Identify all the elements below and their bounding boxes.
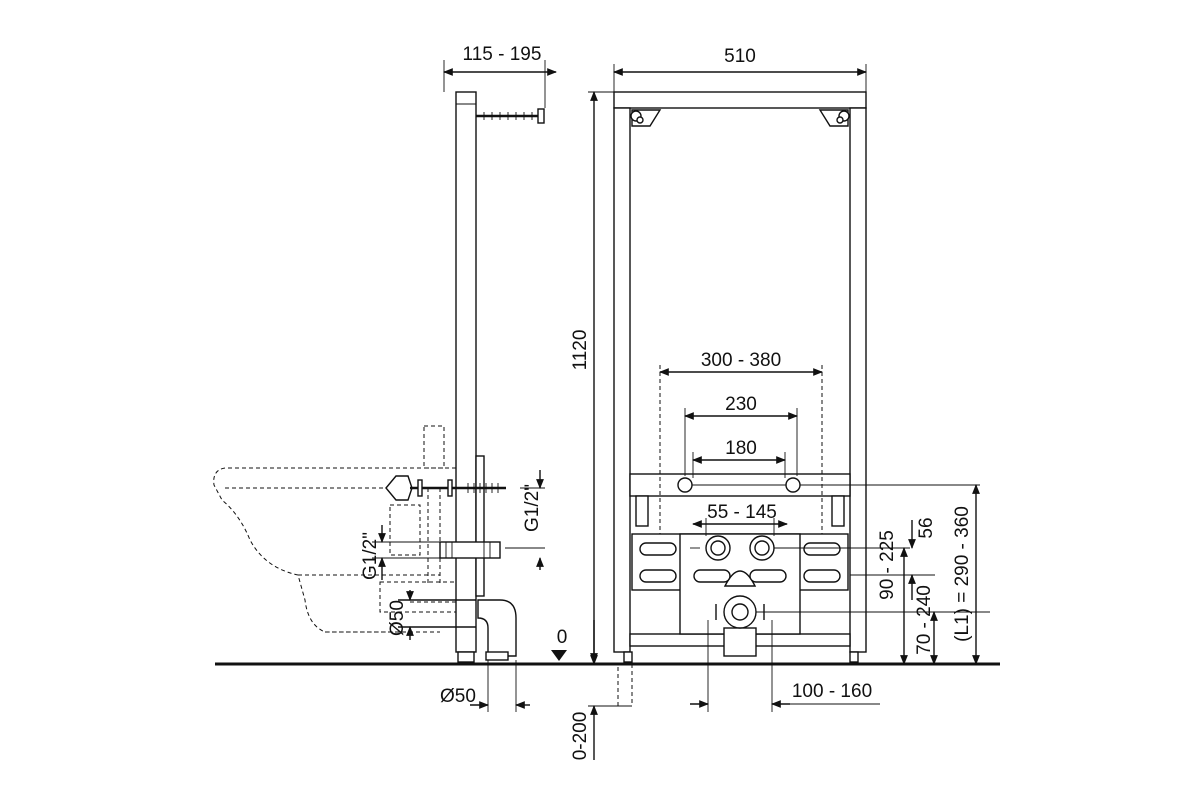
dim-frame-height: 1120 [570,330,591,371]
front-view: 510 1120 [570,46,980,712]
dim-thread-upper: G1/2" [522,484,543,532]
frame-left-post [613,107,631,653]
dim-pipe-lower: Ø50 [440,686,476,707]
dim-floor-range: 0-200 [570,712,591,761]
zero-marker-icon [551,650,567,661]
dim-side-depth: 115 - 195 [463,44,542,65]
dim-height-56: 56 [916,517,937,538]
frame-top-rail [613,91,867,109]
bolt-right [785,477,801,493]
dim-frame-width: 510 [724,46,756,67]
side-view: 115 - 195 G1/2" G1/2" Ø50 Ø50 [213,44,557,712]
dim-bracket-inner: 180 [725,438,757,459]
dim-height-l1: (L1) = 290 - 360 [952,506,973,642]
fixing-bolt-head [385,475,413,501]
height-dimensions: 56 90 - 225 70 - 240 (L1) = 290 - 360 [756,484,990,665]
bidet-outline [213,467,456,633]
dim-height-70-240: 70 - 240 [914,585,935,655]
supply-pipe [439,541,501,559]
drain-elbow [477,599,517,657]
frame-right-post [849,107,867,653]
supply-connectors [705,535,775,561]
dim-drain-offset: 100 - 160 [792,681,872,702]
side-frame-post [455,91,477,653]
dim-bolt-spacing: 300 - 380 [701,350,781,371]
corner-brackets [630,109,850,127]
floor-zero-label: 0 [557,627,568,648]
dim-thread-lower: G1/2" [360,532,381,580]
dim-bracket-spacing: 230 [725,394,757,415]
dim-pipe-upper: Ø50 [387,600,408,636]
dim-height-90-225: 90 - 225 [877,530,898,600]
dim-supply-spacing: 55 - 145 [707,502,777,523]
bolt-left [677,477,693,493]
